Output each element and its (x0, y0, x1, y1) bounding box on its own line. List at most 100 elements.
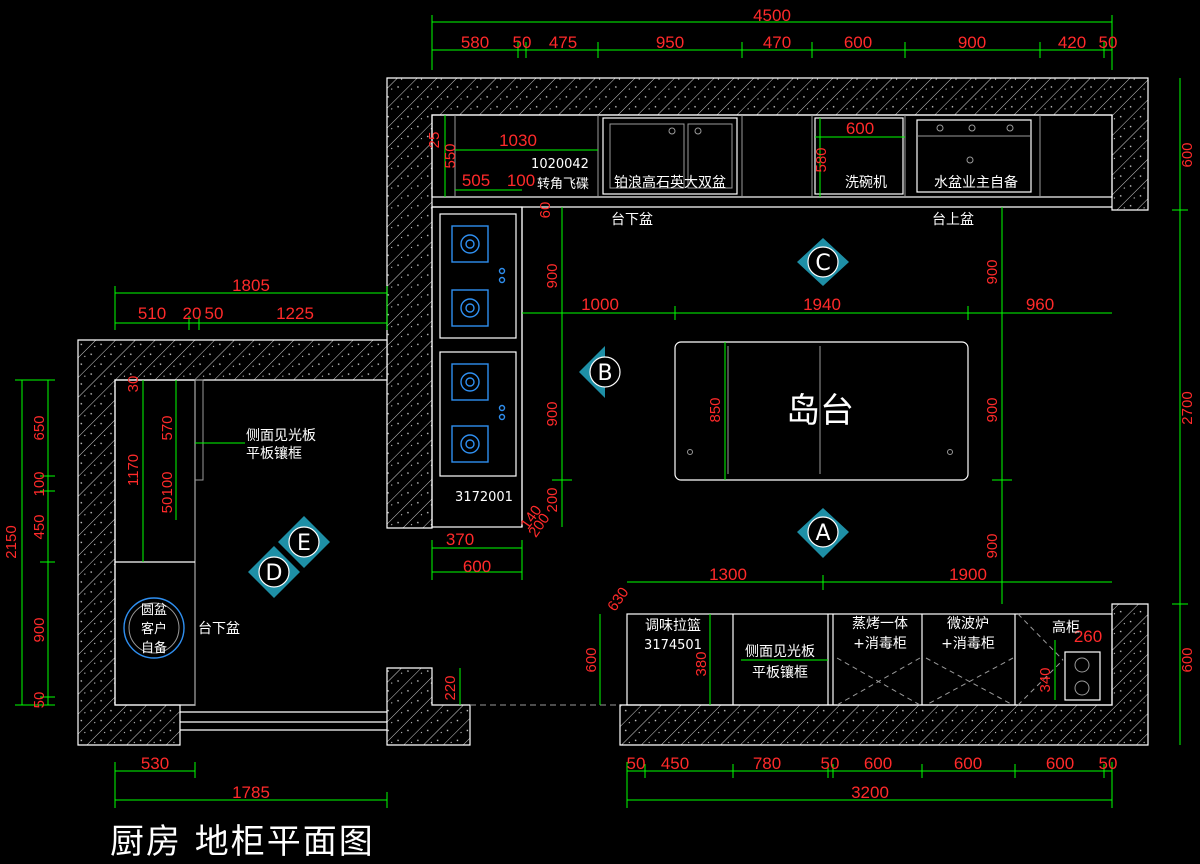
dim-1900: 1900 (949, 565, 987, 584)
dim-left-upper-seg: 20 (183, 304, 202, 323)
dim-550: 550 (442, 143, 459, 168)
dim-505: 505 (462, 171, 490, 190)
label-dishwasher: 洗碗机 (845, 175, 887, 191)
label-side-panel-2: 侧面见光板 (745, 644, 815, 660)
hob-1 (439, 213, 517, 339)
burner-icon (451, 289, 489, 327)
round-sink (123, 597, 185, 659)
dim-stove-v: 900 (544, 263, 561, 288)
label-steam-oven-1: 蒸烤一体 (852, 616, 908, 632)
label-corner-code: 1020042 (531, 157, 589, 172)
dim-bottom-left-a: 530 (141, 754, 169, 773)
dim-left-seg: 900 (31, 617, 48, 642)
dim-left-total: 2150 (3, 525, 20, 558)
dim-left-seg: 450 (31, 514, 48, 539)
dim-600-dishwasher: 600 (846, 119, 874, 138)
dim-inner: 100 (159, 471, 176, 496)
label-tall-cabinet: 高柜 (1052, 619, 1080, 636)
dim-1300: 1300 (709, 565, 747, 584)
marker-e: E (278, 516, 330, 568)
dim-island-h1: 1000 (581, 295, 619, 314)
dim-stove-v: 200 (544, 487, 561, 512)
bottom-opening (180, 704, 620, 731)
walls (77, 77, 1149, 746)
marker-d: D (248, 546, 300, 598)
dim-island-h3: 960 (1026, 295, 1054, 314)
dim-top-total: 4500 (753, 6, 791, 25)
svg-text:A: A (815, 521, 830, 546)
dim-100: 100 (507, 171, 535, 190)
dim-island-h2: 1940 (803, 295, 841, 314)
label-double-sink: 铂浪高石英大双盆 (614, 174, 726, 191)
dim-bottom-right-seg: 50 (627, 754, 646, 773)
svg-text:E: E (297, 531, 311, 556)
dim-bottom-right-seg: 600 (954, 754, 982, 773)
label-owner-sink: 水盆业主自备 (934, 174, 1018, 191)
stove-counter (431, 206, 523, 528)
view-markers: C B A E D (248, 238, 849, 598)
dim-260: 260 (1074, 627, 1102, 646)
dimension-lines (15, 15, 1188, 808)
dim-left-seg: 650 (31, 415, 48, 440)
dim-600-b: 600 (583, 647, 600, 672)
dim-600-stove: 600 (463, 557, 491, 576)
label-side-panel-1b: 平板镶框 (246, 445, 302, 462)
dim-inner: 50 (159, 497, 176, 514)
dim-630: 630 (604, 584, 632, 614)
dim-top-seg: 600 (844, 33, 872, 52)
dim-island-v: 900 (984, 397, 1001, 422)
dim-220: 220 (442, 675, 459, 700)
svg-text:C: C (815, 251, 830, 276)
marker-c: C (797, 238, 849, 286)
dim-left-upper-total: 1805 (232, 276, 270, 295)
dim-bottom-right-seg: 50 (821, 754, 840, 773)
label-spice-basket: 调味拉篮 (645, 618, 701, 634)
dim-top-seg: 950 (656, 33, 684, 52)
dim-left-upper-seg: 50 (205, 304, 224, 323)
drawing-title: 厨房 地柜平面图 (110, 822, 375, 862)
dim-bottom-right-seg: 450 (661, 754, 689, 773)
label-stove-code: 3172001 (455, 490, 513, 505)
label-side-panel-1: 侧面见光板 (246, 428, 316, 444)
dim-340: 340 (1037, 667, 1054, 692)
label-steam-oven-2: +消毒柜 (853, 636, 907, 652)
dim-inner: 1170 (125, 454, 142, 486)
dimension-text: 4500 580 50 475 950 470 600 900 420 50 1… (3, 6, 1196, 802)
dim-top-seg: 420 (1058, 33, 1086, 52)
bottom-cabinets (626, 613, 1113, 706)
label-microwave-1: 微波炉 (947, 616, 989, 632)
label-round-sink-1: 圆盆 (141, 603, 167, 618)
dim-left-upper-seg: 1225 (276, 304, 314, 323)
label-island: 岛台 (786, 391, 854, 431)
dim-bottom-right-total: 3200 (851, 783, 889, 802)
label-under-sink-bar: 台下盆 (198, 621, 240, 637)
dim-bottom-right-seg: 600 (864, 754, 892, 773)
dim-left-upper-seg: 510 (138, 304, 166, 323)
label-round-sink-3: 自备 (141, 640, 167, 656)
dim-left-seg: 50 (31, 692, 48, 709)
dim-island-depth: 850 (707, 397, 724, 422)
dim-370: 370 (446, 530, 474, 549)
dim-right-lower: 600 (1179, 647, 1196, 672)
burner-icon (451, 425, 489, 463)
hob-2 (439, 351, 517, 477)
double-sink-outline (602, 117, 738, 195)
dim-580: 580 (813, 147, 830, 172)
label-side-panel-2b: 平板镶框 (752, 664, 808, 681)
label-microwave-2: +消毒柜 (941, 636, 995, 652)
dim-inner: 30 (125, 376, 142, 393)
dim-stove-v: 900 (544, 401, 561, 426)
labels: 1020042 转角飞碟 铂浪高石英大双盆 洗碗机 水盆业主自备 台下盆 台上盆… (141, 157, 1080, 681)
dim-380: 380 (693, 651, 710, 676)
dim-25: 25 (426, 132, 443, 149)
dim-inner: 570 (159, 415, 176, 440)
label-corner-basket: 转角飞碟 (537, 177, 589, 192)
dim-top-seg: 475 (549, 33, 577, 52)
label-above-sink: 台上盆 (932, 212, 974, 228)
burner-icon (451, 363, 489, 401)
marker-b: B (579, 346, 631, 398)
dim-top-seg: 470 (763, 33, 791, 52)
dim-island-v: 900 (984, 533, 1001, 558)
dim-bottom-right-seg: 50 (1099, 754, 1118, 773)
